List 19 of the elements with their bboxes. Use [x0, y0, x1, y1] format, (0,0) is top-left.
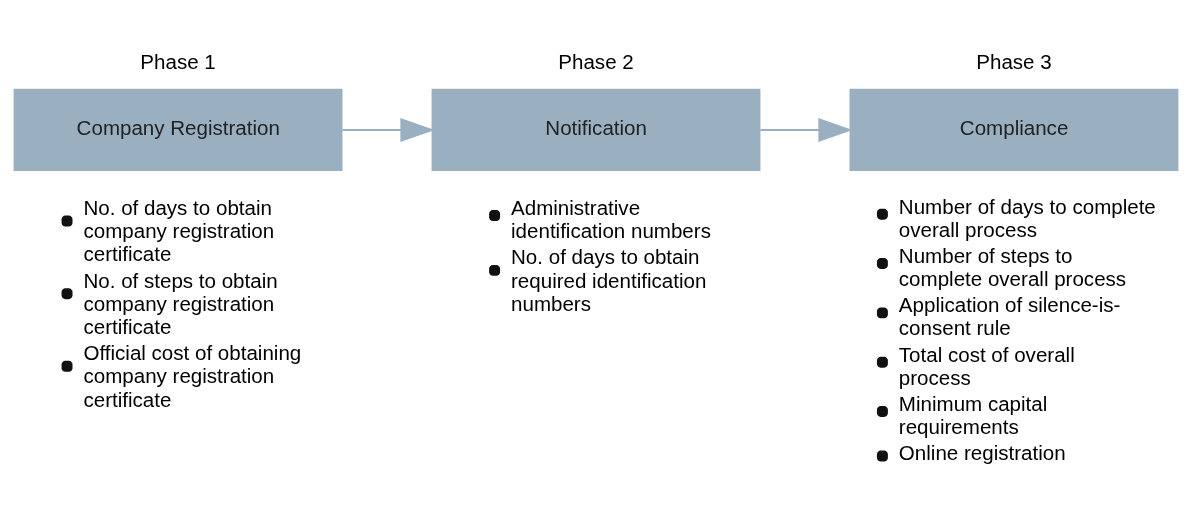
node-box: Notification	[431, 88, 761, 172]
node-label: No. of days to obtain company registration certificate	[83, 195, 275, 266]
node-label: Administrative identification numbers	[511, 195, 711, 243]
node-label: No. of days to obtain required identification numbers	[511, 245, 707, 315]
node-label: Online registration	[898, 441, 1066, 465]
node-label: Minimum capital requirements	[898, 391, 1048, 439]
node-label: Total cost of overall process	[898, 342, 1075, 389]
node-label: Application of silence-is-consent rule	[898, 293, 1121, 340]
arrow	[342, 117, 435, 142]
node-label: Phase 2	[558, 49, 634, 73]
node-box: Compliance	[849, 88, 1179, 172]
node-box: Company Registration	[13, 88, 343, 172]
node-label: Official cost of obtaining company registration certificate	[83, 341, 302, 411]
node-label: Phase 1	[140, 49, 216, 73]
node-label: No. of steps to obtain company registration certificate	[83, 268, 278, 339]
arrow	[760, 117, 853, 142]
node-label: Number of days to complete overall process	[898, 194, 1156, 241]
node-label: Phase 3	[976, 49, 1052, 73]
node-label: Number of steps to complete overall process	[898, 243, 1127, 291]
